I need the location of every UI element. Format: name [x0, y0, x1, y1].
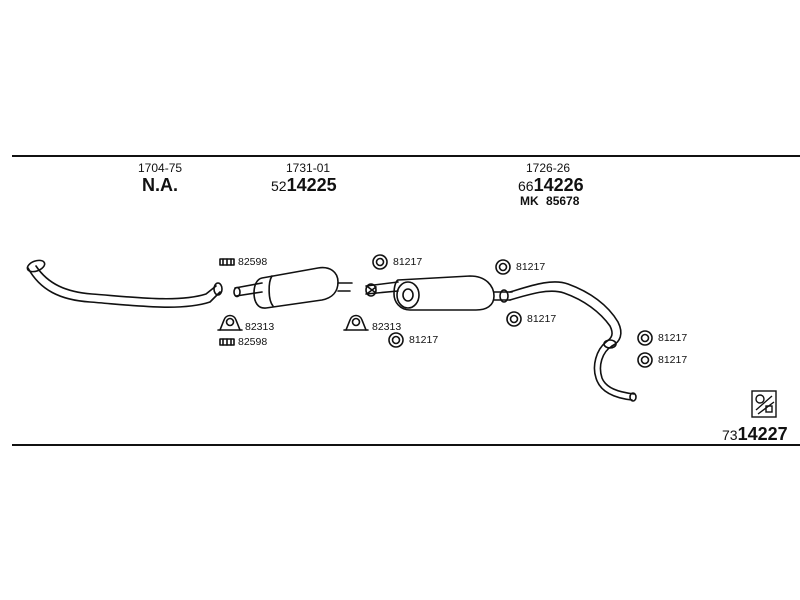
part-code-2: 1731-01 [286, 161, 331, 175]
ring-5-icon [637, 330, 653, 346]
mounting-kit-icon [751, 390, 777, 418]
clamp-top-icon [219, 258, 235, 266]
part-code-1: 1704-75 [138, 161, 183, 175]
ring-6-icon [637, 352, 653, 368]
part-number-3-prefix: 66 [518, 178, 534, 194]
front-pipe [26, 259, 223, 308]
callout-clamp-top: 82598 [238, 256, 268, 268]
bottom-rule [12, 444, 800, 446]
tail-pipe [499, 281, 637, 402]
ring-1-icon [372, 254, 388, 270]
part-number-2-main: 14225 [286, 175, 337, 195]
callout-bracket-mid: 82313 [372, 321, 402, 333]
ring-2-icon [388, 332, 404, 348]
callout-ring-1: 81217 [393, 256, 423, 268]
callout-ring-2: 81217 [409, 334, 439, 346]
kit-number: MK 85678 [520, 195, 579, 207]
footer-part-number: 7314227 [722, 425, 788, 444]
part-number-2: 5214225 [271, 176, 337, 195]
bracket-left-icon [217, 314, 243, 331]
footer-prefix: 73 [722, 427, 738, 443]
part-number-2-prefix: 52 [271, 178, 287, 194]
center-muffler [233, 266, 353, 309]
clamp-bottom-icon [219, 338, 235, 346]
callout-ring-3: 81217 [516, 261, 546, 273]
kit-code: 85678 [546, 194, 580, 208]
footer-main: 14227 [737, 424, 788, 444]
callout-ring-5: 81217 [658, 332, 688, 344]
rear-muffler [365, 275, 513, 311]
callout-ring-4: 81217 [527, 313, 557, 325]
callout-ring-6: 81217 [658, 354, 688, 366]
callout-clamp-bottom: 82598 [238, 336, 268, 348]
ring-3-icon [495, 259, 511, 275]
part-code-3: 1726-26 [526, 161, 571, 175]
bracket-mid-icon [343, 314, 369, 331]
kit-prefix: MK [520, 194, 539, 208]
part-number-1: N.A. [142, 175, 178, 195]
part-number-3: 6614226 [518, 176, 584, 195]
top-rule [12, 155, 800, 157]
part-number-3-main: 14226 [533, 175, 584, 195]
callout-bracket-left: 82313 [245, 321, 275, 333]
ring-4-icon [506, 311, 522, 327]
